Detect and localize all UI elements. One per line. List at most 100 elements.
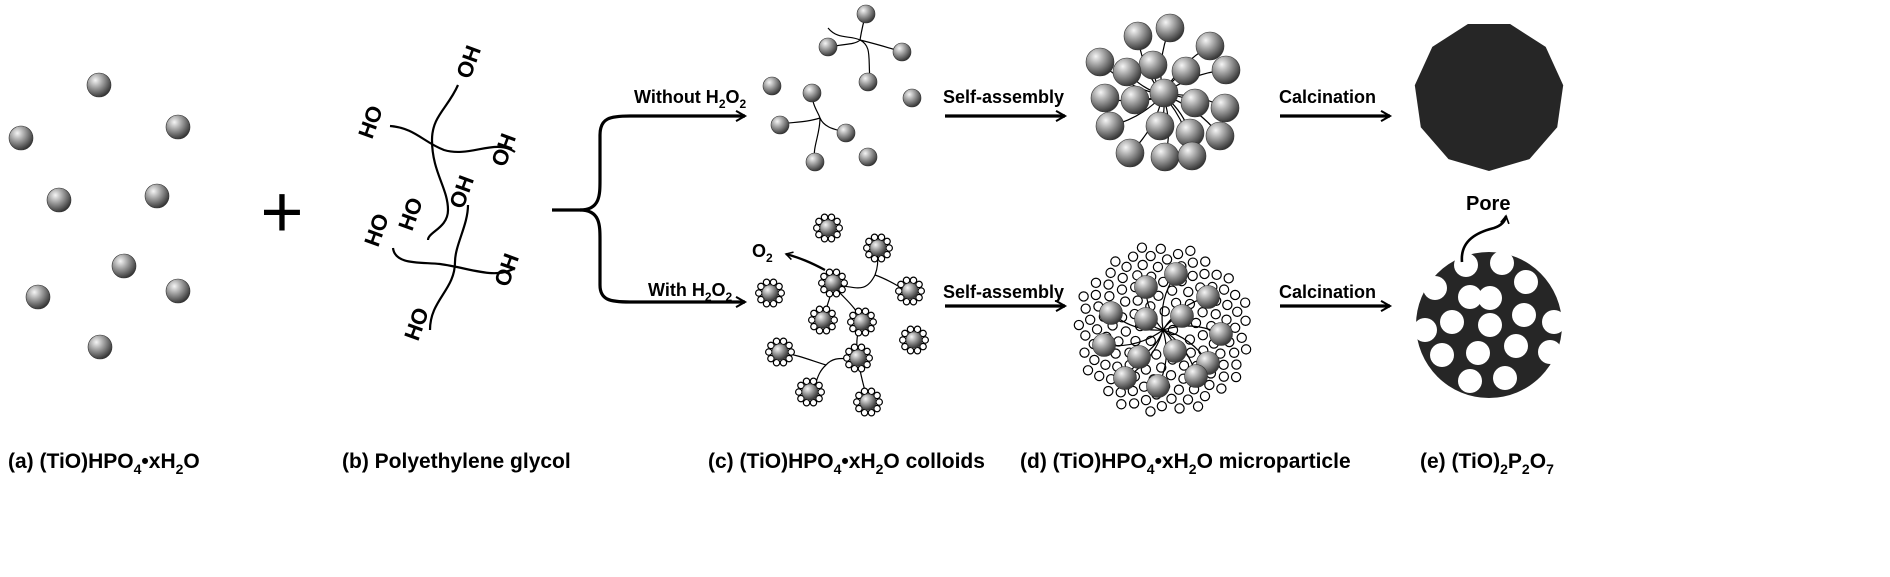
particle	[818, 37, 838, 57]
pore-template	[1079, 347, 1090, 358]
pore-template	[1089, 354, 1100, 366]
coated-particle	[754, 278, 786, 308]
particle	[849, 349, 867, 367]
with-h2o2-label: With H2O2	[648, 280, 733, 304]
calcination-label: Calcination	[1279, 282, 1376, 302]
coated-particle	[812, 213, 844, 243]
pore-template	[1116, 284, 1128, 295]
particle	[901, 282, 919, 300]
coated-particle	[842, 343, 874, 373]
particle	[1155, 13, 1185, 43]
pore-template	[1117, 272, 1128, 284]
pore-template	[1137, 259, 1148, 271]
caption-a: (a) (TiO)HPO4•xH2O	[8, 450, 200, 477]
particle	[1211, 55, 1241, 85]
particle	[905, 331, 923, 349]
particle	[801, 383, 819, 401]
plus-sign: +	[260, 170, 303, 253]
particle	[1209, 322, 1233, 346]
pore-template	[1218, 371, 1230, 382]
microparticle-with-h2o2	[1073, 242, 1252, 417]
pore-template	[1199, 268, 1210, 280]
pore	[1430, 343, 1454, 367]
pore-template	[1155, 243, 1166, 255]
particle	[1164, 262, 1188, 286]
pore-template	[1187, 257, 1199, 268]
pore	[1478, 313, 1502, 337]
pore-template	[1140, 394, 1152, 406]
pore	[1512, 303, 1536, 327]
pore-template	[1119, 296, 1131, 307]
pore-template	[1222, 299, 1233, 311]
pore-template	[1084, 314, 1096, 325]
pore-template	[1240, 344, 1252, 355]
pore-template	[1152, 261, 1164, 273]
particle	[802, 83, 822, 103]
pore	[1538, 340, 1562, 364]
pore-template	[1197, 330, 1209, 341]
pore	[1504, 334, 1528, 358]
pore-template	[1218, 359, 1229, 371]
particle	[1184, 364, 1208, 388]
particle	[87, 334, 113, 360]
particle	[1138, 50, 1168, 80]
particle	[144, 183, 170, 209]
pore-template	[1091, 324, 1103, 335]
particle	[762, 76, 782, 96]
particle	[892, 42, 912, 62]
coated-particle	[764, 337, 796, 367]
branch-arrows	[552, 109, 748, 309]
particle	[1177, 141, 1207, 171]
pore-template	[1228, 347, 1240, 358]
pore-template	[1166, 393, 1177, 405]
particle	[1085, 47, 1115, 77]
pore-template	[1120, 326, 1132, 337]
pore-template	[1073, 319, 1085, 331]
pore	[1542, 310, 1566, 334]
peg-hydroxyl: HO	[399, 304, 434, 344]
pore	[1458, 285, 1482, 309]
self-assembly-label: Self-assembly	[943, 282, 1064, 302]
pore-template	[1204, 379, 1215, 391]
pore-template	[1239, 297, 1251, 308]
pore-arrow	[1460, 214, 1510, 263]
oxygen-gas-label: O2	[752, 241, 773, 265]
pore-template	[1156, 362, 1167, 373]
particle	[165, 114, 191, 140]
pore-template	[1082, 365, 1094, 376]
calcination-label: Calcination	[1279, 87, 1376, 107]
peg-hydroxyl: OH	[444, 172, 479, 212]
coated-particle	[794, 377, 826, 407]
pore-template	[1080, 330, 1091, 341]
coated-particle	[846, 307, 878, 337]
pore-template	[1210, 309, 1221, 320]
pore-template	[1156, 400, 1168, 412]
particle	[111, 253, 137, 279]
pore	[1466, 341, 1490, 365]
particle	[836, 123, 856, 143]
particle	[1127, 345, 1151, 369]
particle	[86, 72, 112, 98]
peg-hydroxyl: HO	[393, 194, 428, 234]
pore	[1493, 366, 1517, 390]
particle	[824, 274, 842, 292]
pore-template	[1165, 370, 1177, 381]
particle	[1196, 285, 1220, 309]
solid-tio2p2o7	[1414, 24, 1564, 171]
pore-template	[1211, 269, 1222, 281]
particle	[858, 72, 878, 92]
pore-template	[1145, 406, 1156, 417]
peg-hydroxyl: OH	[486, 130, 521, 170]
pore-template	[1215, 348, 1226, 359]
particle	[1180, 88, 1210, 118]
particle	[859, 393, 877, 411]
pore-template	[1236, 332, 1247, 344]
particle	[1112, 57, 1142, 87]
pore-template	[1173, 384, 1185, 395]
pore-template	[1192, 401, 1204, 412]
particle	[1171, 56, 1201, 86]
particle	[1163, 339, 1187, 363]
pore	[1413, 318, 1437, 342]
particle	[902, 88, 922, 108]
